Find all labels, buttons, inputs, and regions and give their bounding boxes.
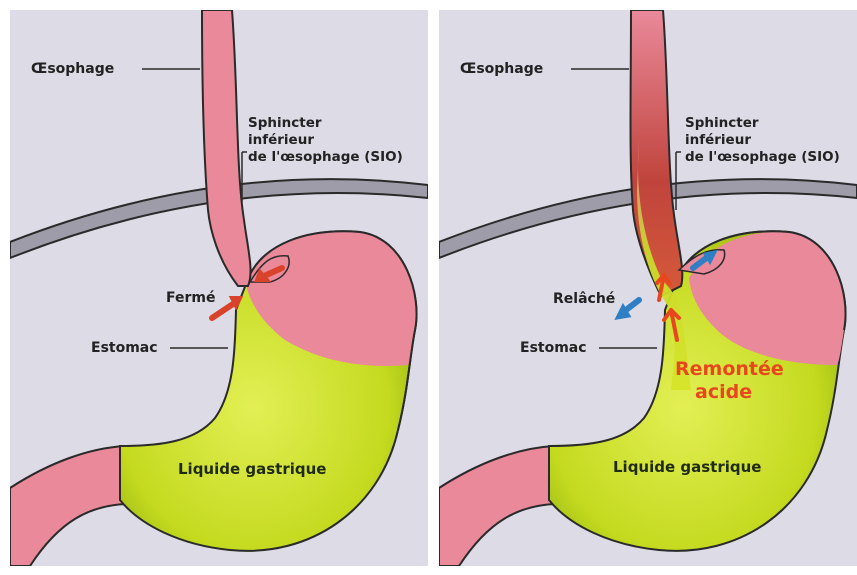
label-stomach: Estomac [520,340,587,356]
label-gastric-liquid: Liquide gastrique [613,459,761,475]
label-gastric-liquid: Liquide gastrique [178,461,326,477]
label-sphincter-line1: Sphincter [248,115,322,132]
label-acid-reflux-line1: Remontée [675,358,784,380]
label-sphincter-state: Relâché [553,291,615,307]
label-sphincter-line3: de l'œsophage (SIO) [685,149,840,166]
diagram-panel-closed: Œsophage Sphincter inférieur de l'œsopha… [10,10,428,566]
stomach-reflux-illustration [439,10,857,566]
label-esophagus: Œsophage [31,61,114,77]
label-sphincter-state: Fermé [166,290,215,306]
label-acid-reflux-line2: acide [695,381,752,403]
label-sphincter-line2: inférieur [685,132,751,149]
label-stomach: Estomac [91,340,158,356]
label-sphincter-line1: Sphincter [685,115,759,132]
label-sphincter-line3: de l'œsophage (SIO) [248,149,403,166]
label-sphincter-line2: inférieur [248,132,314,149]
stomach-closed-illustration [10,10,428,566]
label-esophagus: Œsophage [460,61,543,77]
diagram-panel-relaxed: Œsophage Sphincter inférieur de l'œsopha… [439,10,857,566]
